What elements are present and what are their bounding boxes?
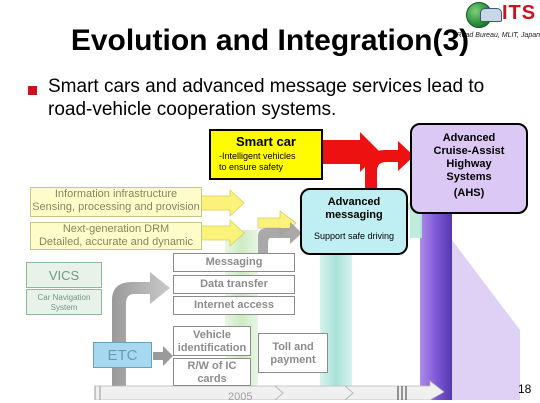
internet-access-label: Internet access — [193, 299, 275, 311]
timeline-year: 2005 — [228, 391, 253, 403]
advanced-messaging-line1: Advanced — [327, 196, 381, 208]
internet-access-box: Internet access — [173, 296, 295, 315]
data-transfer-box: Data transfer — [173, 275, 295, 294]
car-navigation-line1: Car Navigation — [37, 293, 91, 302]
its-logo: ITS Road Bureau, MLIT, Japan — [457, 2, 540, 42]
vics-arrow — [112, 272, 170, 400]
data-transfer-label: Data transfer — [200, 278, 268, 290]
timeline-chevron-2 — [344, 385, 354, 400]
smart-car-heading: Smart car — [236, 134, 296, 149]
info-infrastructure-line1: Information infrastructure — [54, 188, 178, 200]
smart-car-line1: -Intelligent vehicles — [219, 151, 296, 161]
ahs-line4: Systems — [446, 171, 492, 183]
slide-title: Evolution and Integration(3) — [70, 24, 470, 57]
ahs-line5: (AHS) — [453, 187, 485, 199]
advanced-messaging-sub: Support safe driving — [313, 231, 395, 241]
ahs-line2: Cruise-Assist — [433, 145, 505, 157]
rw-ic-cards-line1: R/W of IC — [187, 360, 237, 372]
car-navigation-box: Car Navigation System — [26, 289, 102, 315]
bullet-icon — [28, 86, 37, 95]
smart-car-box: Smart car -Intelligent vehicles to ensur… — [209, 129, 323, 180]
page-number: 18 — [518, 382, 532, 396]
car-icon — [480, 8, 502, 22]
toll-payment-box: Toll and payment — [258, 333, 328, 373]
advanced-messaging-line2: messaging — [325, 209, 383, 221]
logo-mark: ITS — [502, 2, 537, 24]
timeline-tick-2 — [397, 386, 407, 400]
vehicle-identification-line1: Vehicle — [193, 329, 231, 341]
car-navigation-line2: System — [50, 303, 78, 312]
etc-box: ETC — [93, 342, 152, 368]
logo-subtitle: Road Bureau, MLIT, Japan — [456, 32, 540, 39]
ahs-line3: Highway — [446, 158, 492, 170]
rw-ic-cards-box: R/W of IC cards — [173, 358, 251, 386]
etc-arrow — [153, 346, 173, 366]
vehicle-identification-line2: identification — [177, 342, 247, 354]
timeline-chevron-1 — [274, 385, 284, 400]
next-gen-drm-line1: Next-generation DRM — [62, 223, 170, 235]
ahs-box: Advanced Cruise-Assist Highway Systems (… — [410, 123, 528, 214]
rw-ic-cards-line2: cards — [197, 373, 227, 385]
vics-label: VICS — [48, 268, 80, 283]
next-gen-drm-line2: Detailed, accurate and dynamic — [38, 236, 194, 248]
messaging-service-label: Messaging — [205, 256, 263, 268]
info-up-arrow — [258, 222, 302, 258]
smart-car-line2: to ensure safety — [219, 162, 284, 172]
timeline-bar — [94, 380, 445, 400]
info-arrow-1 — [199, 189, 245, 217]
next-gen-drm-box: Next-generation DRM Detailed, accurate a… — [30, 222, 202, 250]
smart-up-arrow — [365, 141, 414, 200]
ahs-column — [420, 214, 452, 400]
info-infrastructure-box: Information infrastructure Sensing, proc… — [30, 187, 202, 217]
messaging-column — [320, 255, 352, 400]
info-infrastructure-line2: Sensing, processing and provision — [32, 201, 200, 213]
bullet-text: Smart cars and advanced message services… — [48, 76, 485, 120]
info-column — [225, 230, 258, 400]
timeline-tick-1 — [94, 386, 101, 400]
advanced-messaging-box: Advanced messaging Support safe driving — [300, 188, 408, 255]
vehicle-identification-box: Vehicle identification — [173, 326, 251, 356]
ahs-column-tail — [452, 240, 520, 400]
info-arrow-2 — [199, 219, 245, 247]
ahs-line1: Advanced — [442, 132, 496, 144]
vics-box: VICS — [26, 262, 102, 288]
etc-label: ETC — [107, 347, 138, 364]
toll-payment-line1: Toll and — [272, 341, 314, 353]
toll-payment-line2: payment — [270, 354, 316, 366]
messaging-service-box: Messaging — [173, 253, 295, 272]
